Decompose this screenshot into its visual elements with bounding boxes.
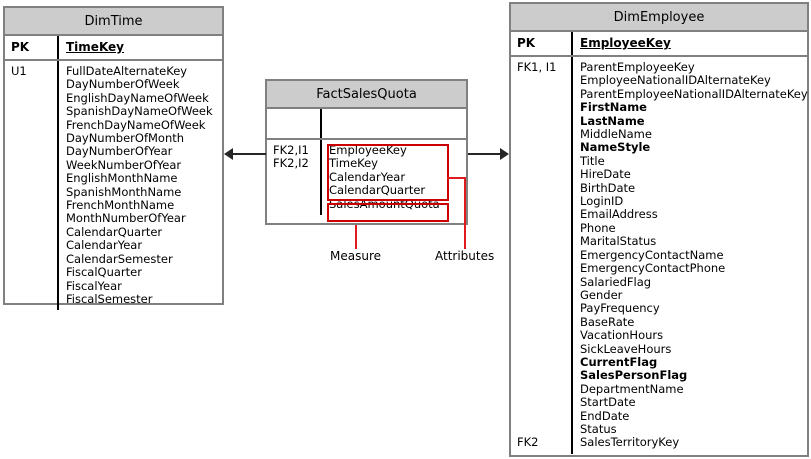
dimemployee-pk-keycol: PK	[511, 32, 573, 55]
factsalesquota-keytag-fk2i2: FK2,I2	[273, 156, 309, 171]
factsalesquota-keytag-fk2i1: FK2,I1	[273, 143, 309, 157]
field-row: HireDate	[580, 167, 631, 182]
factsalesquota-pk-keycol	[267, 109, 322, 138]
field-row: Gender	[580, 287, 623, 302]
field-row: SalariedFlag	[580, 274, 652, 289]
field-row: CalendarQuarter	[329, 183, 426, 198]
field-row: EmergencyContactName	[580, 247, 724, 262]
dimemployee-pk-tag: PK	[517, 36, 536, 50]
dimemployee-pk-section: PK EmployeeKey	[511, 32, 807, 57]
field-row: DepartmentName	[580, 381, 684, 396]
field-row: FiscalYear	[66, 278, 122, 293]
relationship-line-dimemployee	[468, 153, 502, 155]
dimtime-attr-fieldcol: FullDateAlternateKey DayNumberOfWeek Eng…	[59, 61, 222, 310]
field-row: SalesAmountQuota	[329, 196, 440, 211]
field-row: FiscalQuarter	[66, 265, 142, 280]
field-row: CalendarYear	[329, 169, 406, 184]
dimemployee-attr-keycol: FK1, I1 x x x x x x x x x x x x x x x x …	[511, 57, 573, 454]
field-row: FullDateAlternateKey	[66, 64, 188, 78]
field-row: EmployeeNationalIDAlternateKey	[580, 73, 771, 88]
field-row: EnglishDayNameOfWeek	[66, 90, 209, 105]
field-row: SpanishMonthName	[66, 184, 182, 199]
dimemployee-pk-fieldcol: EmployeeKey	[573, 32, 807, 55]
field-row: FiscalSemester	[66, 291, 153, 306]
field-row: CalendarQuarter	[66, 224, 163, 239]
field-row: CalendarYear	[66, 238, 143, 253]
measure-leader-line	[355, 225, 357, 249]
field-row: Title	[580, 153, 605, 168]
field-row: BaseRate	[580, 314, 635, 329]
attributes-leader-horizontal	[447, 177, 466, 179]
field-row: SalesPersonFlag	[580, 368, 688, 383]
measure-annotation-label: Measure	[330, 249, 381, 263]
field-row: ParentEmployeeNationalIDAlternateKey	[580, 86, 808, 101]
field-row: DayNumberOfMonth	[66, 131, 185, 146]
dimemployee-attr-section: FK1, I1 x x x x x x x x x x x x x x x x …	[511, 57, 808, 454]
entity-title-dimemployee: DimEmployee	[511, 4, 807, 32]
dimtime-pk-tag: PK	[11, 40, 30, 54]
field-row: NameStyle	[580, 140, 651, 155]
field-row: BirthDate	[580, 180, 636, 195]
field-row: DayNumberOfYear	[66, 144, 173, 159]
field-row: StartDate	[580, 395, 636, 410]
attributes-annotation-label: Attributes	[435, 249, 495, 263]
field-row: SickLeaveHours	[580, 341, 672, 356]
dimemployee-pk-field: EmployeeKey	[580, 36, 671, 50]
factsalesquota-attr-keycol: FK2,I1 FK2,I2	[267, 140, 322, 216]
field-row: MiddleName	[580, 127, 652, 142]
dimtime-pk-keycol: PK	[5, 36, 59, 59]
factsalesquota-pk-fieldcol	[322, 109, 466, 138]
field-row: EnglishMonthName	[66, 171, 178, 186]
relationship-arrow-dimtime	[224, 148, 233, 160]
factsalesquota-attr-fieldcol: EmployeeKey TimeKey CalendarYear Calenda…	[322, 140, 466, 215]
entity-title-dimtime: DimTime	[5, 8, 222, 36]
factsalesquota-pk-section	[267, 109, 466, 140]
relationship-arrow-dimemployee	[500, 148, 509, 160]
dimtime-keytag-u1: U1	[11, 64, 27, 78]
field-row: EmailAddress	[580, 207, 658, 222]
dimtime-pk-section: PK TimeKey	[5, 36, 222, 61]
field-row: MaritalStatus	[580, 234, 657, 249]
field-row: LastName	[580, 113, 645, 128]
field-row: VacationHours	[580, 328, 664, 343]
dimemployee-keytag-fk2: FK2	[517, 435, 539, 450]
field-row: LoginID	[580, 194, 624, 209]
field-row: DayNumberOfWeek	[66, 77, 180, 92]
dimtime-pk-field: TimeKey	[66, 40, 124, 54]
factsalesquota-attr-section: FK2,I1 FK2,I2 EmployeeKey TimeKey Calend…	[267, 140, 466, 216]
field-row: CurrentFlag	[580, 354, 658, 369]
dimemployee-keytag-fk1i1: FK1, I1	[517, 60, 557, 74]
entity-table-factsalesquota[interactable]: FactSalesQuota FK2,I1 FK2,I2 EmployeeKey…	[265, 79, 468, 225]
relationship-line-dimtime	[232, 153, 266, 155]
field-row: SpanishDayNameOfWeek	[66, 104, 213, 119]
dimemployee-attr-fieldcol: ParentEmployeeKey EmployeeNationalIDAlte…	[573, 57, 808, 454]
attributes-leader-vertical	[464, 177, 466, 249]
dimtime-attr-keycol: U1	[5, 61, 59, 311]
field-row: EndDate	[580, 408, 630, 423]
field-row: MonthNumberOfYear	[66, 211, 186, 226]
dimtime-attr-section: U1 FullDateAlternateKey DayNumberOfWeek …	[5, 61, 222, 311]
field-row: EmergencyContactPhone	[580, 261, 726, 276]
dimtime-pk-fieldcol: TimeKey	[59, 36, 222, 59]
field-row: SalesTerritoryKey	[580, 435, 680, 450]
field-row: TimeKey	[329, 156, 378, 171]
field-row: FrenchDayNameOfWeek	[66, 117, 206, 132]
field-row: WeekNumberOfYear	[66, 157, 182, 172]
field-row: EmployeeKey	[329, 143, 407, 157]
entity-table-dimtime[interactable]: DimTime PK TimeKey U1 FullDateAlternateK…	[3, 6, 224, 311]
entity-title-factsalesquota: FactSalesQuota	[267, 81, 466, 109]
field-row: PayFrequency	[580, 301, 660, 316]
entity-table-dimemployee[interactable]: DimEmployee PK EmployeeKey FK1, I1 x x x…	[509, 2, 809, 457]
field-row: CalendarSemester	[66, 251, 173, 266]
field-row: Status	[580, 421, 617, 436]
field-row: FrenchMonthName	[66, 198, 175, 213]
field-row: Phone	[580, 220, 616, 235]
field-row: ParentEmployeeKey	[580, 60, 695, 74]
field-row: FirstName	[580, 100, 647, 115]
